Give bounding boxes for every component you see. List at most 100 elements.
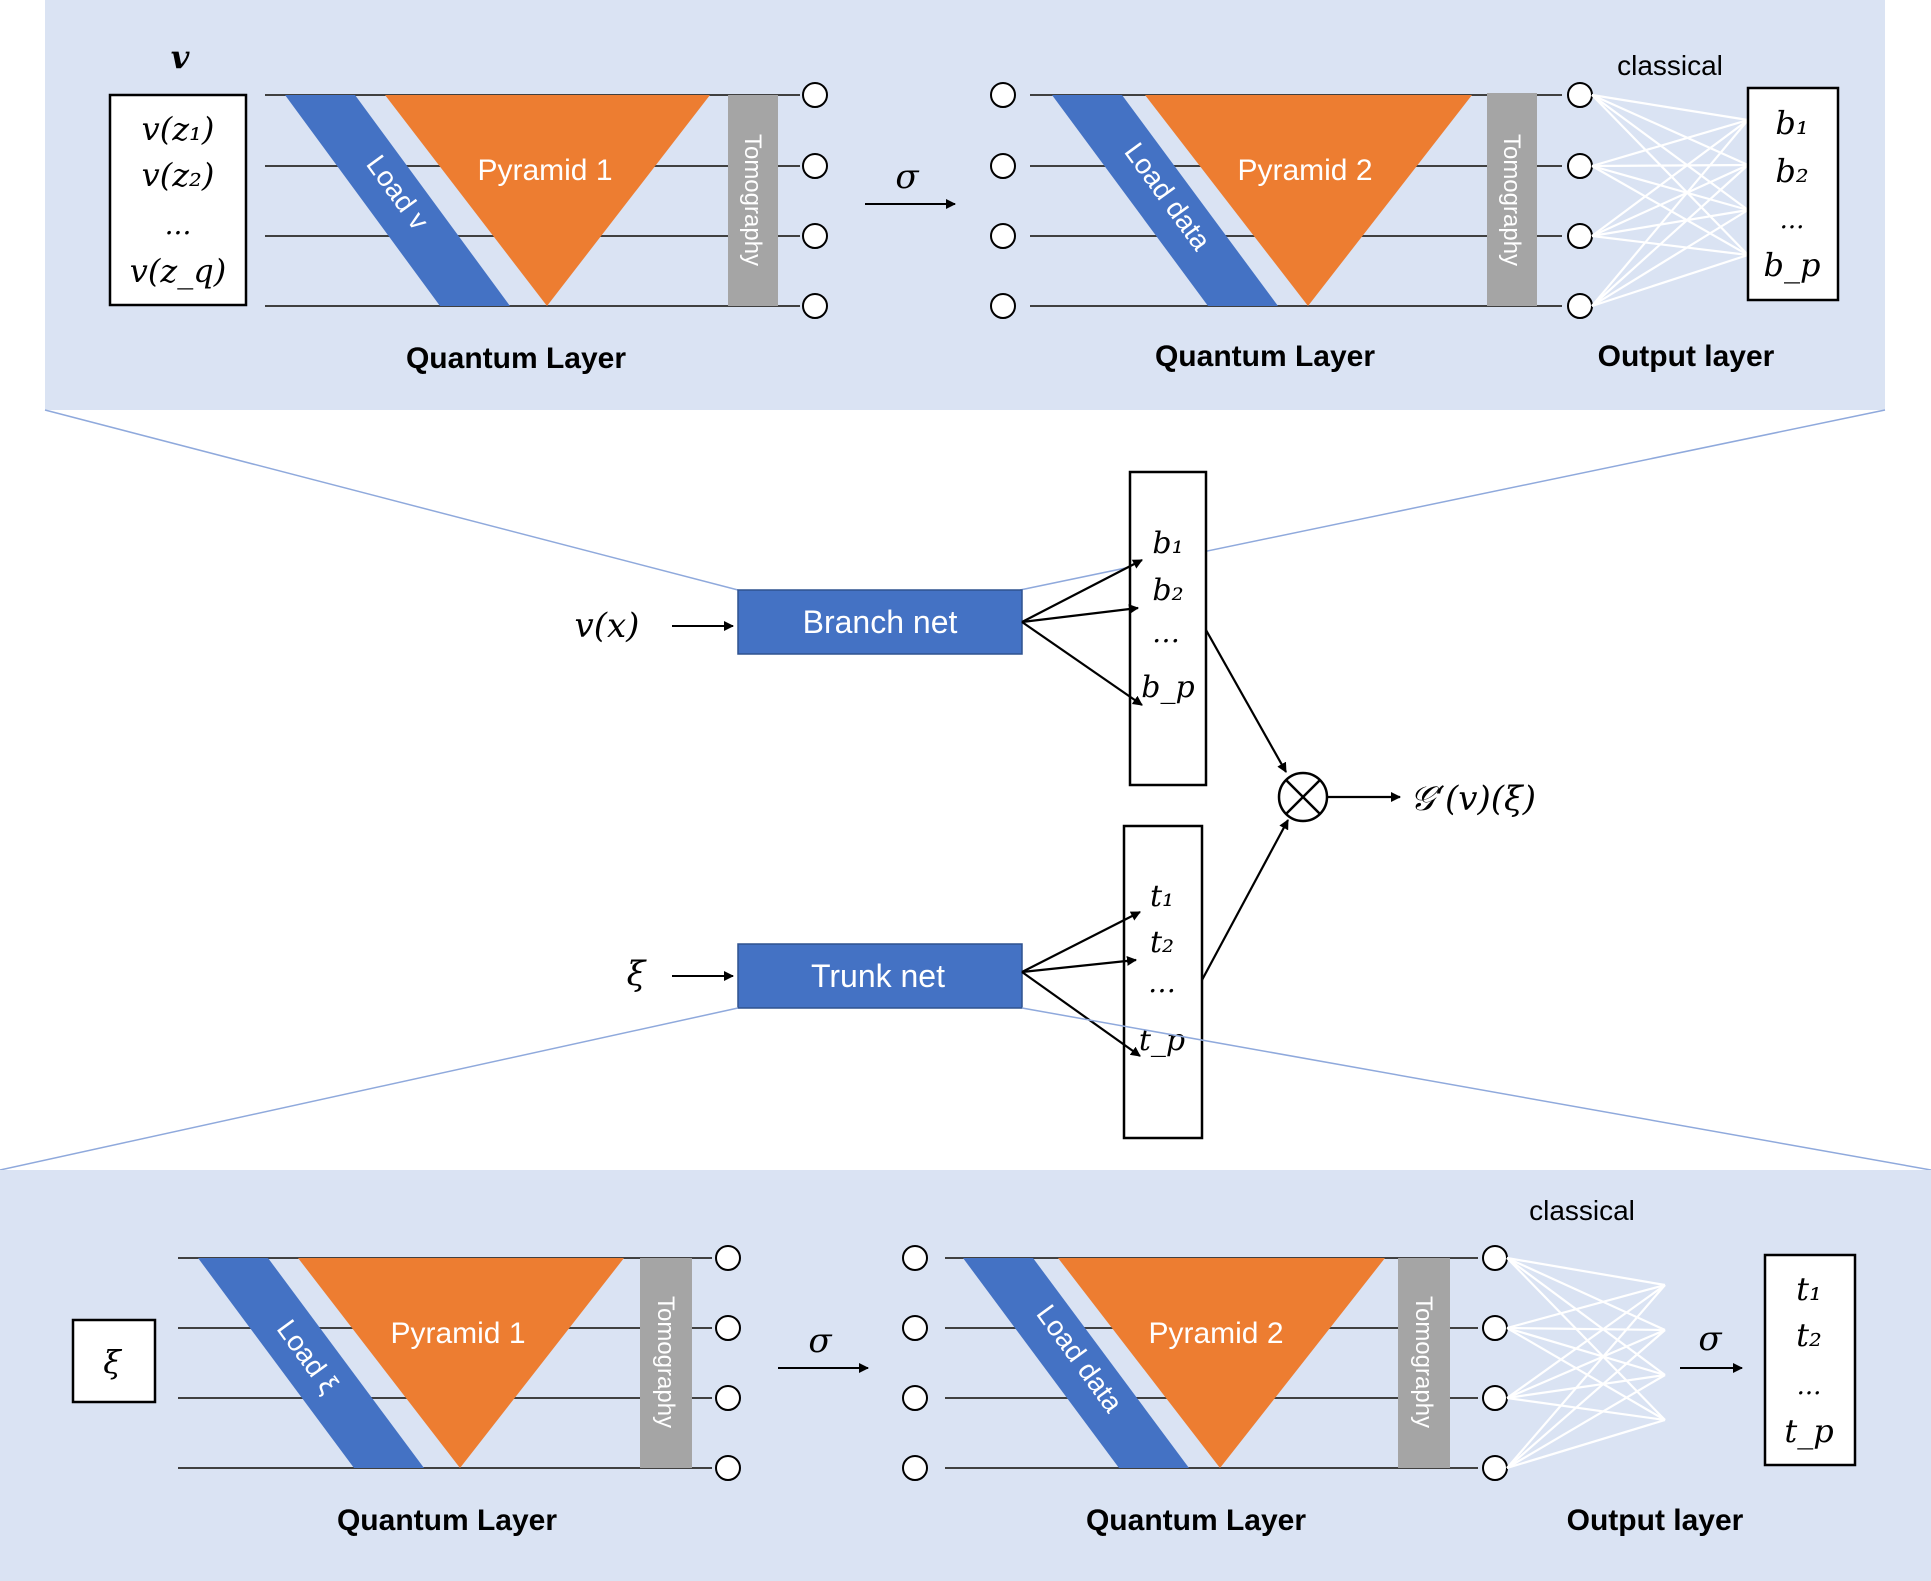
bottom-tomography-1-label: Tomography <box>652 1296 679 1428</box>
top-load-v-band <box>285 95 510 306</box>
classical-connection <box>1506 1257 1666 1376</box>
top-ql1-output-nodes <box>802 82 828 319</box>
classical-connection <box>1506 1284 1666 1399</box>
bottom-ql1-caption: Quantum Layer <box>337 1504 557 1537</box>
branch-net-box <box>737 589 1023 655</box>
classical-connection <box>1591 208 1749 238</box>
trunk-output-3: … <box>1148 966 1176 999</box>
top-ql1-caption: Quantum Layer <box>406 342 626 375</box>
branch-output-box <box>1128 470 1208 787</box>
top-tomography-1-label: Tomography <box>739 134 766 266</box>
branch-output-3: … <box>1152 616 1180 649</box>
branch-fan-arrows <box>1021 559 1143 706</box>
classical-connection <box>1506 1284 1666 1469</box>
classical-connection <box>1506 1326 1666 1377</box>
bottom-ql2-caption: Quantum Layer <box>1086 1504 1306 1537</box>
classical-connection <box>1591 93 1749 167</box>
classical-connection <box>1591 253 1749 308</box>
classical-connection <box>1591 163 1749 238</box>
top-tomography-1 <box>728 95 778 306</box>
classical-connection <box>1506 1328 1666 1400</box>
bottom-ql2-input-nodes <box>902 1245 928 1481</box>
branch-output-4: b_p <box>1141 670 1194 705</box>
top-pyramid-2-label: Pyramid 2 <box>1237 154 1372 187</box>
top-pyramid-1-label: Pyramid 1 <box>477 154 612 187</box>
bottom-output-item-3: ... <box>1797 1371 1822 1401</box>
bottom-sigma: σ <box>808 1321 832 1361</box>
trunk-to-product-arrow <box>1201 819 1289 981</box>
trunk-fan-arrows <box>1021 911 1141 1057</box>
bottom-pyramid-2 <box>1058 1258 1385 1468</box>
classical-connection <box>1591 93 1749 122</box>
top-output-item-4: b_p <box>1764 246 1821 284</box>
classical-connection <box>1591 234 1749 257</box>
trunk-output-1: t₁ <box>1150 879 1174 914</box>
top-output-item-2: b₂ <box>1775 152 1808 190</box>
bottom-zoom-line-left <box>0 1007 739 1171</box>
classical-connection <box>1591 209 1749 307</box>
top-panel-background <box>45 0 1885 410</box>
bottom-sigma-out: σ <box>1698 1319 1722 1359</box>
bottom-load-xi-band <box>198 1258 424 1468</box>
bottom-input-box <box>71 1318 157 1404</box>
trunk-net-label: Trunk net <box>811 958 945 994</box>
classical-connection <box>1591 119 1749 307</box>
top-input-item-1: v(z₁) <box>142 110 215 148</box>
product-node <box>1277 771 1329 823</box>
classical-connection <box>1506 1256 1666 1332</box>
bottom-output-item-2: t₂ <box>1796 1316 1822 1354</box>
classical-connection <box>1506 1257 1666 1421</box>
top-ql2-output-nodes <box>1567 82 1593 319</box>
branch-to-product-arrow <box>1205 629 1287 773</box>
classical-connection <box>1506 1329 1666 1469</box>
classical-connection <box>1591 94 1749 211</box>
bottom-pyramid-1 <box>298 1258 624 1468</box>
branch-net-label: Branch net <box>803 604 958 640</box>
top-output-caption: Output layer <box>1598 340 1775 373</box>
top-tomography-2-label: Tomography <box>1498 134 1525 266</box>
top-pyramid-2 <box>1145 95 1472 306</box>
bottom-output-caption: Output layer <box>1567 1504 1744 1537</box>
trunk-input-label: ξ <box>627 954 648 994</box>
classical-connection <box>1506 1396 1666 1422</box>
branch-output-1: b₁ <box>1152 526 1183 561</box>
classical-connection <box>1506 1283 1666 1330</box>
classical-connection <box>1591 119 1749 237</box>
top-ql2-caption: Quantum Layer <box>1155 340 1375 373</box>
bottom-output-item-1: t₁ <box>1796 1270 1822 1308</box>
result-label: 𝒢‘(v)(ξ) <box>1410 779 1536 819</box>
classical-connection <box>1591 165 1749 256</box>
top-output-item-3: ... <box>1780 205 1805 235</box>
classical-connection <box>1591 164 1749 212</box>
classical-connection <box>1506 1326 1666 1332</box>
top-input-item-4: v(z_q) <box>130 252 226 290</box>
top-output-box <box>1746 86 1840 302</box>
bottom-output-item-4: t_p <box>1784 1412 1833 1450</box>
top-output-item-1: b₁ <box>1775 104 1808 142</box>
top-classical-connections <box>1591 93 1749 308</box>
classical-connection <box>1591 94 1749 256</box>
classical-connection <box>1506 1256 1666 1287</box>
top-input-item-2: v(z₂) <box>142 156 215 194</box>
bottom-output-box <box>1763 1253 1857 1467</box>
top-ql2-input-nodes <box>990 82 1016 319</box>
bottom-ql1-output-nodes <box>715 1245 741 1481</box>
classical-connection <box>1506 1418 1666 1470</box>
classical-connection <box>1591 164 1749 307</box>
trunk-output-2: t₂ <box>1150 925 1174 960</box>
bottom-tomography-2 <box>1398 1258 1450 1468</box>
top-sigma: σ <box>895 157 919 197</box>
classical-connection <box>1506 1327 1666 1421</box>
classical-connection <box>1506 1374 1666 1469</box>
top-input-label: v <box>171 38 190 76</box>
top-pyramid-1 <box>385 95 710 306</box>
bottom-input-item: ξ <box>103 1343 122 1381</box>
top-tomography-2 <box>1487 93 1537 306</box>
bottom-load-data-band <box>963 1258 1189 1468</box>
top-zoom-line-left <box>44 409 739 591</box>
bottom-tomography-2-label: Tomography <box>1410 1296 1437 1428</box>
bottom-pyramid-1-label: Pyramid 1 <box>390 1317 525 1350</box>
classical-connection <box>1591 118 1749 168</box>
